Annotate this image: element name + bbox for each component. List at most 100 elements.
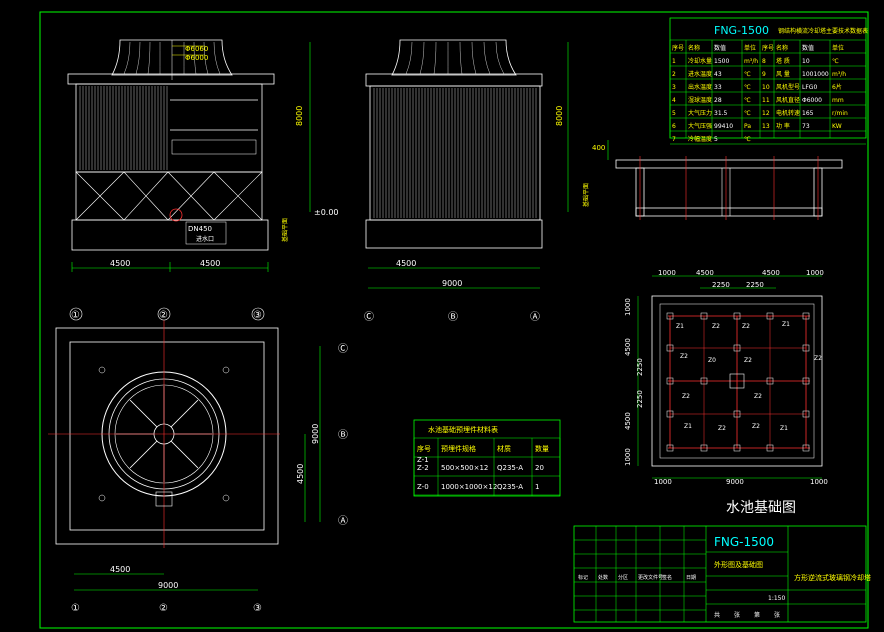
spec-cell-6-1: 大气压强	[688, 122, 712, 130]
spec-cell-2-6: 1001000	[802, 71, 829, 78]
title-bottom-1: 张	[734, 611, 740, 619]
embed-label-12: Z2	[752, 423, 760, 430]
plan-dim-h-total: 9000	[158, 581, 178, 590]
spec-cell-2-7: m³/h	[832, 71, 846, 78]
title-drawing-name: 外形图及基础图	[714, 560, 763, 569]
embed-label-5: Z0	[708, 357, 716, 364]
spec-cell-3-4: 10	[762, 84, 770, 91]
embed-label-8: Z2	[682, 393, 690, 400]
spec-cell-0-3: 单位	[744, 44, 756, 52]
spec-cell-3-7: 6片	[832, 83, 842, 91]
spec-title: FNG-1500	[714, 24, 769, 37]
spec-cell-4-5: 风机直径	[776, 96, 800, 104]
fp-dim-top-inner-1: 2250	[746, 281, 764, 289]
spec-cell-3-3: ℃	[744, 84, 751, 91]
spec-cell-5-0: 5	[672, 110, 676, 117]
spec-cell-6-7: KW	[832, 123, 842, 130]
embed-label-1: Z2	[712, 323, 720, 330]
spec-cell-4-2: 28	[714, 97, 722, 104]
outlet-circle	[169, 208, 183, 222]
plan-view: ① ② ③ ① ② ③ Ⓒ Ⓑ Ⓐ Ⓒ Ⓑ Ⓐ 4500 9000 9000 4…	[48, 307, 540, 614]
foundation-cell-1-0-1: Z-2	[417, 464, 429, 472]
grid-c-side: Ⓒ	[364, 311, 374, 323]
embed-pad	[733, 312, 741, 320]
embed-pad	[733, 444, 741, 452]
plan-dim-h-half: 4500	[110, 565, 130, 574]
grid-b-side: Ⓑ	[448, 311, 458, 323]
foundation-plan: 1000 4500 4500 1000 2250 2250 1000 4500 …	[624, 269, 828, 516]
spec-cell-7-3: ℃	[744, 136, 751, 143]
spec-cell-3-5: 风机型号	[776, 83, 800, 91]
foundation-cell-0-1: 预埋件规格	[441, 444, 476, 453]
title-model: FNG-1500	[714, 535, 774, 549]
fp-dim-bottom-total: 9000	[726, 478, 744, 486]
spec-cell-5-3: ℃	[744, 110, 751, 117]
embed-label-2: Z2	[742, 323, 750, 330]
spec-cell-1-1: 冷却水量	[688, 57, 712, 65]
spec-cell-6-5: 功 率	[776, 122, 790, 130]
level-label: ±0.00	[314, 208, 339, 217]
spec-cell-5-7: r/min	[832, 110, 848, 117]
title-bottom-0: 共	[714, 611, 720, 619]
spec-cell-5-1: 大气压力	[688, 109, 712, 117]
spec-cell-4-6: Φ6000	[802, 97, 822, 104]
spec-cell-6-4: 13	[762, 123, 770, 130]
spec-cell-3-0: 3	[672, 84, 676, 91]
outlet-label: DN450	[188, 225, 212, 233]
fill-pack	[171, 139, 257, 155]
embed-pad	[666, 377, 674, 385]
foundation-caption: 水池基础图	[726, 499, 796, 516]
spec-cell-2-1: 进水温度	[688, 70, 712, 78]
grid-b: Ⓑ	[338, 429, 348, 441]
embed-pad	[700, 444, 708, 452]
spec-cell-5-5: 电机转速	[776, 109, 800, 117]
spec-cell-6-0: 6	[672, 123, 676, 130]
spec-cell-4-0: 4	[672, 97, 676, 104]
spec-cell-0-2: 数值	[714, 44, 726, 52]
fp-dim-left-4: 4500	[624, 412, 632, 430]
embed-pad	[766, 312, 774, 320]
fp-dim-top-inner-0: 2250	[712, 281, 730, 289]
title-bottom-2: 第	[754, 611, 760, 619]
title-bottom-3: 张	[774, 611, 780, 619]
foundation-table-title: 水池基础预埋件材料表	[428, 425, 498, 434]
grid-1-top: ①	[71, 310, 80, 321]
spec-cell-2-3: ℃	[744, 71, 751, 78]
spec-cell-5-4: 12	[762, 110, 770, 117]
plan-dim-v-total: 9000	[311, 424, 320, 444]
side-dim-left: 4500	[396, 259, 416, 268]
embed-pad	[802, 377, 810, 385]
fp-dim-top-1: 4500	[696, 269, 714, 277]
fp-dim-bottom-left: 1000	[654, 478, 672, 486]
spec-cell-1-7: ℃	[832, 58, 839, 65]
front-elevation: Φ6060 Φ6000 DN450 进水口 8000 ±0.00 基础平面	[67, 39, 339, 272]
grid-a-side: Ⓐ	[530, 311, 540, 323]
fp-dim-bottom-right: 1000	[810, 478, 828, 486]
spec-cell-2-2: 43	[714, 71, 722, 78]
embed-pad	[666, 344, 674, 352]
foundation-cell-2-2: Q235-A	[497, 483, 523, 491]
fp-dim-top-0: 1000	[658, 269, 676, 277]
fp-dim-top-2: 4500	[762, 269, 780, 277]
fp-dim-left-2: 2250	[636, 358, 644, 376]
front-height-dim: 8000	[295, 106, 304, 126]
plan-dim-v-half: 4500	[296, 464, 305, 484]
title-row-label-3: 更改文件号	[638, 574, 663, 581]
embed-pad	[733, 344, 741, 352]
spec-cell-5-6: 165	[802, 110, 814, 117]
spec-cell-0-4: 序号	[762, 44, 774, 52]
front-dim-left: 4500	[110, 259, 130, 268]
grid-3-top: ③	[253, 310, 262, 321]
grid-c: Ⓒ	[338, 343, 348, 355]
title-row-label-5: 日期	[686, 575, 696, 581]
foundation-cell-1-1: 500×500×12	[441, 464, 488, 472]
embed-label-7: Z2	[814, 355, 822, 362]
lower-frame	[75, 171, 263, 221]
foundation-cell-1-3: 20	[535, 464, 544, 472]
spec-cell-1-6: 10	[802, 58, 810, 65]
embed-pad	[766, 377, 774, 385]
spec-cell-6-6: 73	[802, 123, 810, 130]
fan-stack	[111, 39, 233, 76]
